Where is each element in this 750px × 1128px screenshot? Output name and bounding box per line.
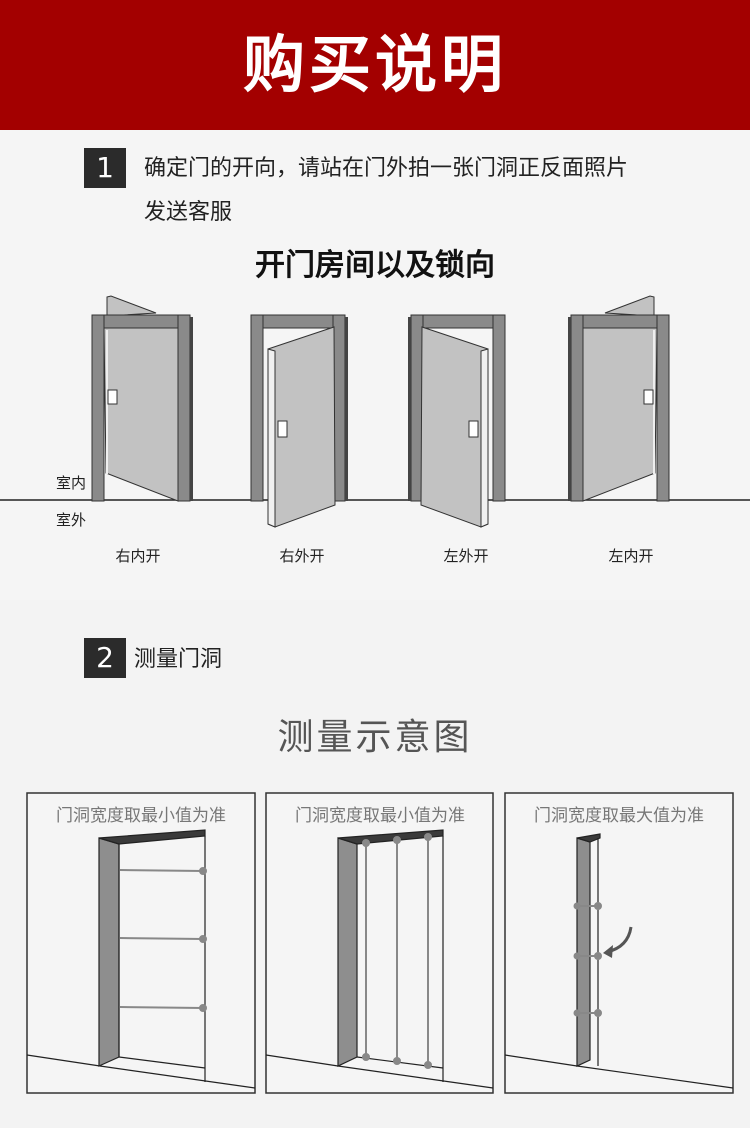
door-left-outward — [407, 314, 506, 528]
panel-1-drawing — [26, 829, 256, 1089]
door-direction-title: 开门房间以及锁向 — [255, 248, 495, 283]
panel-1-frame — [26, 792, 256, 1094]
door-caption-4: 左内开 — [608, 547, 654, 565]
indoor-label: 室内 — [56, 474, 87, 492]
panel-1-width-lines — [119, 867, 207, 1012]
panel-2-frame — [265, 792, 494, 1094]
outdoor-label: 室外 — [56, 511, 87, 529]
door-caption-3: 左外开 — [443, 547, 489, 565]
door-right-inward — [91, 295, 194, 502]
panel-2-height-lines — [362, 833, 432, 1069]
panel-3-title: 门洞宽度取最大值为准 — [534, 806, 704, 826]
step-number-2: 2 — [84, 638, 126, 678]
step1-text-line1: 确定门的开向，请站在门外拍一张门洞正反面照片 — [144, 156, 629, 181]
panel-2-title: 门洞宽度取最小值为准 — [295, 806, 465, 826]
panel-1-title: 门洞宽度取最小值为准 — [56, 806, 226, 826]
step2-text: 测量门洞 — [134, 647, 223, 672]
panel-3-frame — [504, 792, 734, 1094]
step1-text-line2: 发送客服 — [144, 200, 233, 225]
step-number-1: 1 — [84, 148, 126, 188]
door-caption-1: 右内开 — [115, 547, 161, 565]
door-caption-2: 右外开 — [279, 547, 325, 565]
arrow-icon — [603, 926, 633, 958]
page-header: 购买说明 — [0, 0, 750, 130]
door-left-inward — [567, 295, 670, 502]
door-right-outward — [250, 314, 349, 528]
panel-3-depth-marks — [573, 902, 602, 1017]
diagram-title: 测量示意图 — [277, 717, 473, 758]
